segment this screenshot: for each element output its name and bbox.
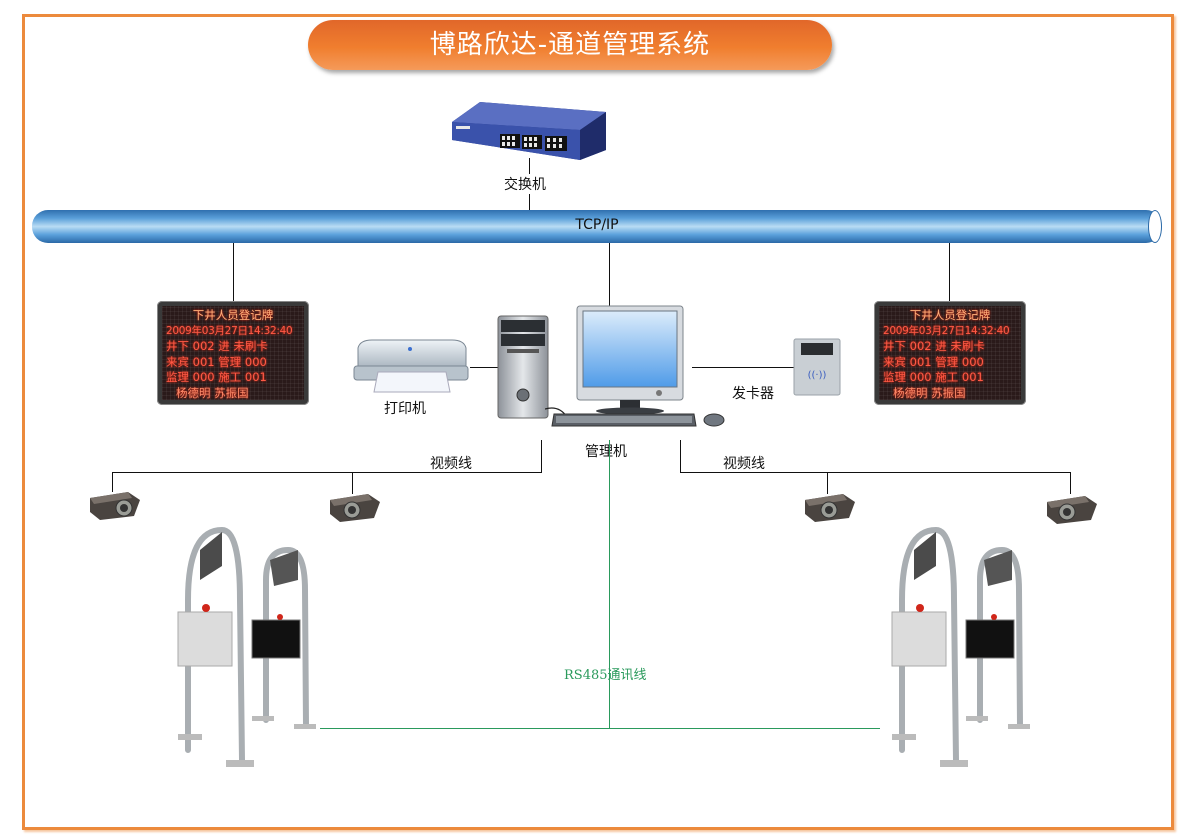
management-pc-label: 管理机 <box>585 444 627 460</box>
led-row: 监理 000 施工 001 <box>883 370 984 384</box>
pc-tower-icon <box>497 315 549 419</box>
printer-label: 打印机 <box>384 401 426 417</box>
led-row: 井下 002 进 未刷卡 <box>883 339 985 353</box>
led-row: 井下 002 进 未刷卡 <box>166 339 268 353</box>
diagram-title: 博路欣达-通道管理系统 <box>308 20 832 70</box>
access-gate-icon <box>177 526 316 767</box>
rs485-label: RS485通讯线 <box>564 668 647 683</box>
video-drop-cam4 <box>1070 472 1071 494</box>
card-issuer-icon: ((·)) <box>793 338 841 396</box>
led-datetime: 2009年03月27日14:32:40 <box>166 324 293 337</box>
switch-label: 交换机 <box>504 174 546 194</box>
led-title: 下井人员登记牌 <box>192 308 274 322</box>
access-gate-icon <box>891 526 1030 767</box>
printer-link <box>470 367 498 368</box>
video-line-right-horizontal <box>680 472 1071 473</box>
card-issuer-label: 发卡器 <box>732 386 774 402</box>
bus-drop-right-led <box>949 243 950 301</box>
video-drop-cam3 <box>827 472 828 494</box>
network-switch-icon <box>452 102 606 160</box>
video-line-left-vertical <box>541 440 542 473</box>
tcp-ip-label: TCP/IP <box>575 217 619 233</box>
led-row: 来宾 001 管理 000 <box>883 354 984 369</box>
video-drop-cam2 <box>352 472 353 494</box>
led-board-left: 下井人员登记牌 2009年03月27日14:32:40 井下 002 进 未刷卡… <box>157 301 309 405</box>
camera-icon <box>805 494 855 522</box>
svg-text:((·)): ((·)) <box>808 370 827 381</box>
mouse-icon <box>703 413 725 427</box>
led-board-right: 下井人员登记牌 2009年03月27日14:32:40 井下 002 进 未刷卡… <box>874 301 1026 405</box>
video-line-left-horizontal <box>112 472 542 473</box>
video-line-right-vertical <box>680 440 681 473</box>
camera-icon <box>1047 496 1097 524</box>
keyboard-icon <box>551 413 697 427</box>
card-issuer-link <box>692 367 794 368</box>
rs485-horizontal <box>320 728 880 729</box>
rs485-vertical <box>609 440 610 729</box>
led-names: 杨德明 苏振国 <box>176 385 249 400</box>
monitor-icon <box>576 305 684 415</box>
printer-icon <box>353 339 469 393</box>
led-names: 杨德明 苏振国 <box>893 385 966 400</box>
video-line-left-label: 视频线 <box>430 456 472 472</box>
bus-drop-pc <box>609 243 610 307</box>
tcp-ip-bus: TCP/IP <box>32 210 1162 243</box>
video-drop-cam1 <box>112 472 113 492</box>
led-row: 来宾 001 管理 000 <box>166 354 267 369</box>
video-line-right-label: 视频线 <box>723 456 765 472</box>
bus-end-cap <box>1148 210 1162 243</box>
camera-icon <box>330 494 380 522</box>
led-row: 监理 000 施工 001 <box>166 370 267 384</box>
led-datetime: 2009年03月27日14:32:40 <box>883 324 1010 337</box>
camera-icon <box>90 492 140 520</box>
led-title: 下井人员登记牌 <box>909 308 991 322</box>
bus-drop-left-led <box>233 243 234 301</box>
